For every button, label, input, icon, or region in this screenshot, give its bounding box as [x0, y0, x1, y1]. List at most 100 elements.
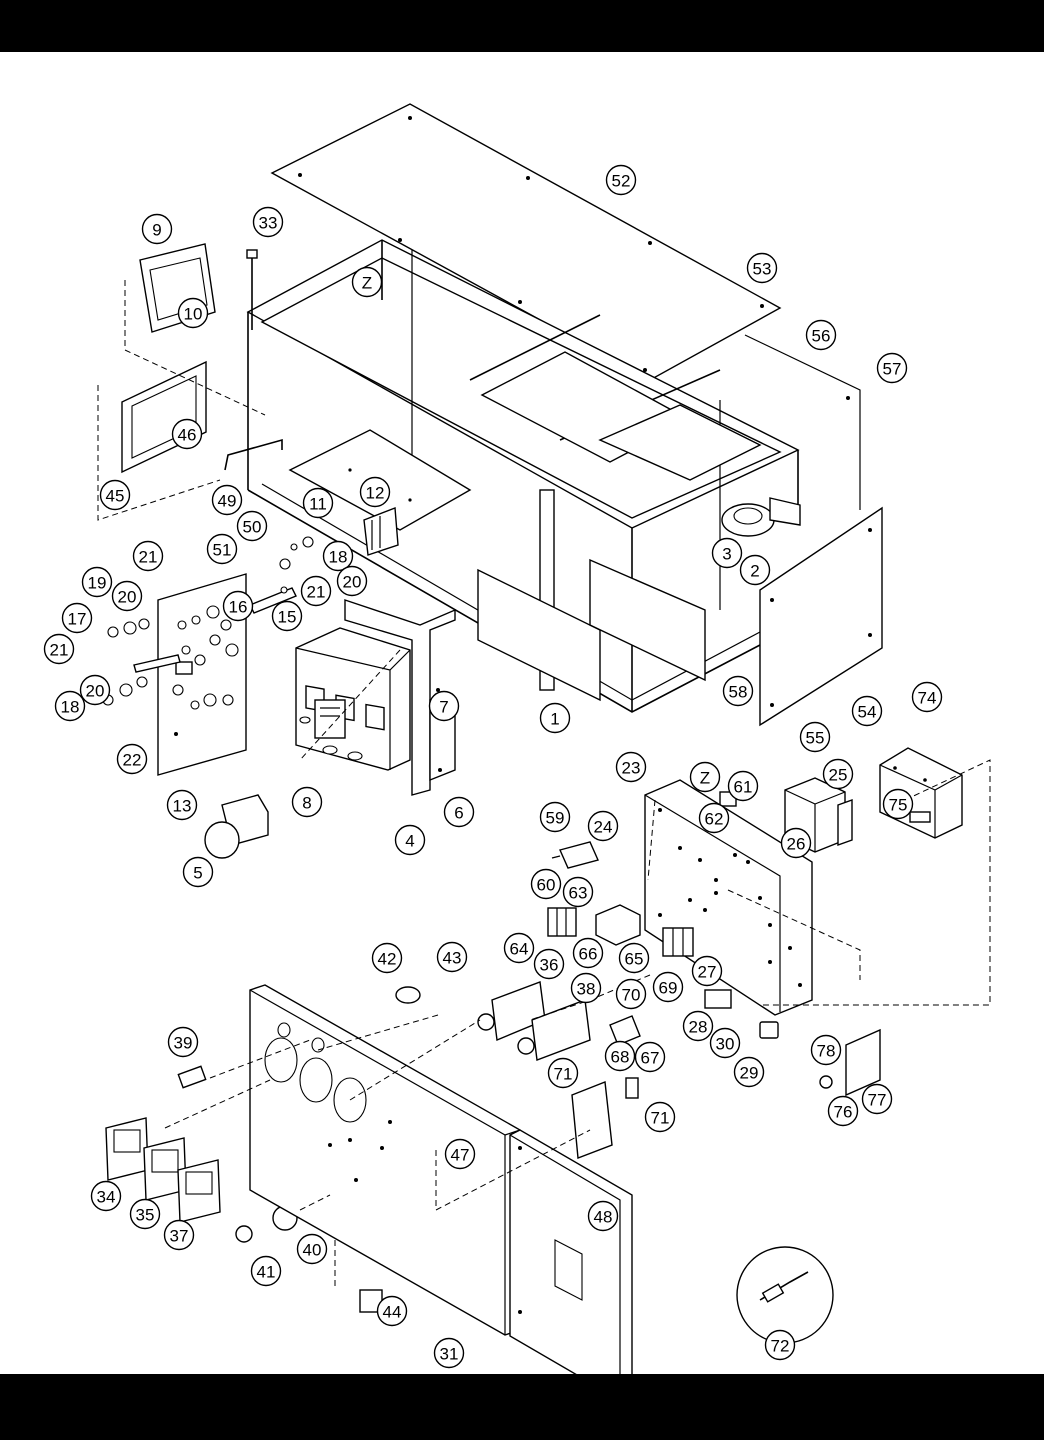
callout-label: 29 — [740, 1064, 759, 1083]
callout-circle — [300, 575, 332, 607]
callout-label: 57 — [883, 360, 902, 379]
callout-label: 50 — [243, 518, 262, 537]
callout-c64: 64 — [503, 932, 535, 964]
callout-circle — [166, 789, 198, 821]
callout-label: 45 — [106, 487, 125, 506]
callout-label: 78 — [817, 1042, 836, 1061]
callout-circle — [634, 1041, 666, 1073]
callout-circle — [444, 1138, 476, 1170]
callout-circle — [644, 1101, 676, 1133]
callout-label: 16 — [229, 598, 248, 617]
callout-circle — [336, 565, 368, 597]
callout-label: 72 — [771, 1337, 790, 1356]
callout-label: 35 — [136, 1206, 155, 1225]
callout-c18a: 18 — [322, 540, 354, 572]
callout-c30: 30 — [709, 1027, 741, 1059]
callout-circle — [351, 266, 383, 298]
callout-c61: 61 — [727, 770, 759, 802]
callout-c72: 72 — [764, 1329, 796, 1361]
callout-c78: 78 — [810, 1034, 842, 1066]
callout-label: 34 — [97, 1188, 116, 1207]
callout-label: 40 — [303, 1241, 322, 1260]
callout-c68: 68 — [604, 1040, 636, 1072]
relay-socket — [595, 904, 641, 946]
callout-circle — [746, 252, 778, 284]
lifting-bolt — [246, 249, 258, 330]
callout-c22: 22 — [116, 743, 148, 775]
callout-c2: 2 — [739, 554, 771, 586]
callout-circle — [99, 479, 131, 511]
callout-label: 21 — [139, 548, 158, 567]
callout-circle — [177, 297, 209, 329]
callout-circle — [111, 580, 143, 612]
callout-circle — [572, 937, 604, 969]
callout-c23: 23 — [615, 751, 647, 783]
callout-c65: 65 — [618, 942, 650, 974]
callout-label: 6 — [454, 804, 463, 823]
output-terminal-panel — [157, 573, 247, 776]
detail-inset — [736, 1246, 834, 1344]
resistor-board-71 — [571, 1081, 613, 1159]
callout-label: 19 — [88, 574, 107, 593]
callout-circle — [296, 1233, 328, 1265]
callout-label: 21 — [307, 583, 326, 602]
callout-label: 8 — [302, 794, 311, 813]
breaker-handle-extension — [204, 794, 269, 859]
callout-c33: 33 — [252, 206, 284, 238]
callout-circle — [652, 971, 684, 1003]
callout-c21a: 21 — [132, 540, 164, 572]
callout-circle — [605, 164, 637, 196]
callout-c9: 9 — [141, 213, 173, 245]
callout-c12: 12 — [359, 476, 391, 508]
callout-c11: 11 — [302, 487, 334, 519]
callout-circle — [539, 801, 571, 833]
callout-circle — [302, 487, 334, 519]
front-panel — [249, 984, 521, 1336]
callout-label: 7 — [439, 698, 448, 717]
callout-c19: 19 — [81, 566, 113, 598]
callout-label: 17 — [68, 610, 87, 629]
callout-circle — [780, 827, 812, 859]
callout-circle — [691, 955, 723, 987]
callout-label: 77 — [868, 1091, 887, 1110]
callout-label: 55 — [806, 729, 825, 748]
callout-label: 51 — [213, 541, 232, 560]
callout-c15: 15 — [271, 600, 303, 632]
callout-c34: 34 — [90, 1180, 122, 1212]
callout-label: 11 — [309, 495, 327, 514]
rotary-switch-36 — [477, 981, 546, 1042]
callout-circle — [376, 1295, 408, 1327]
callout-circle — [79, 674, 111, 706]
callout-label: 5 — [193, 864, 202, 883]
callout-c7: 7 — [428, 690, 460, 722]
callout-circle — [615, 978, 647, 1010]
callout-label: 41 — [257, 1263, 276, 1282]
terminal-strip — [547, 907, 577, 937]
callout-label: 33 — [259, 214, 278, 233]
callout-label: 66 — [579, 945, 598, 964]
callout-c29: 29 — [733, 1056, 765, 1088]
callout-label: 56 — [812, 327, 831, 346]
callout-label: 22 — [123, 751, 142, 770]
callout-c62: 62 — [698, 802, 730, 834]
callout-circle — [587, 810, 619, 842]
callout-circle — [530, 868, 562, 900]
callout-c21c: 21 — [43, 633, 75, 665]
toggle-71 — [625, 1077, 639, 1099]
callout-circle — [861, 1083, 893, 1115]
callout-c69: 69 — [652, 971, 684, 1003]
callout-label: 68 — [611, 1048, 630, 1067]
callout-c17: 17 — [61, 602, 93, 634]
callout-c40: 40 — [296, 1233, 328, 1265]
callout-circle — [206, 533, 238, 565]
front-cover — [509, 1129, 633, 1401]
callout-circle — [570, 972, 602, 1004]
callout-circle — [428, 690, 460, 722]
callout-c48: 48 — [587, 1200, 619, 1232]
callout-c55: 55 — [799, 721, 831, 753]
callout-label: 26 — [787, 835, 806, 854]
toggle-switch-68 — [609, 1015, 641, 1046]
callout-circle — [182, 856, 214, 888]
